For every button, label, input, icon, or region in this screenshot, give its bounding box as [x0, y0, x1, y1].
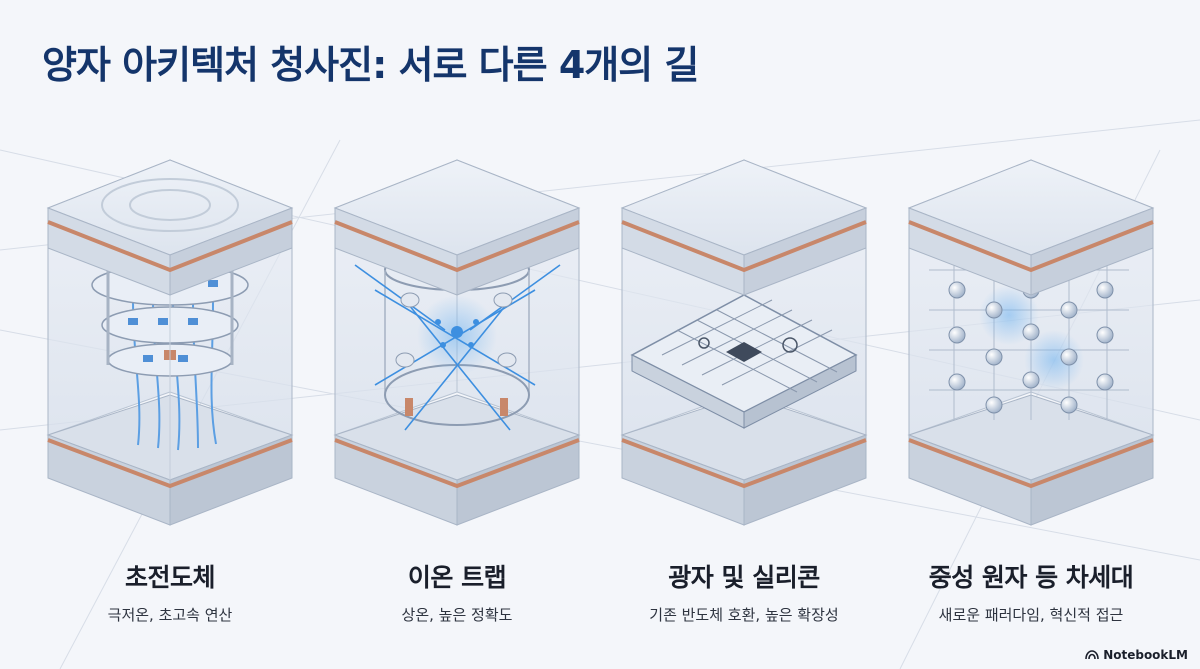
notebooklm-logo-icon: [1085, 650, 1099, 660]
architecture-card-photonic: 광자 및 실리콘 기존 반도체 호환, 높은 확장성: [614, 558, 874, 625]
architecture-description: 새로운 패러다임, 혁신적 접근: [938, 606, 1124, 624]
case-photonic-silicon: [620, 159, 868, 526]
page-title: 양자 아키텍처 청사진: 서로 다른 4개의 길: [42, 43, 699, 87]
case-neutral-atom: [907, 159, 1155, 526]
brand-name: NotebookLM: [1103, 648, 1188, 662]
architecture-description: 기존 반도체 호환, 높은 확장성: [649, 606, 839, 624]
architecture-card-ion-trap: 이온 트랩 상온, 높은 정확도: [327, 558, 587, 625]
architecture-name: 중성 원자 등 차세대: [928, 563, 1134, 592]
architecture-description: 상온, 높은 정확도: [401, 606, 513, 624]
architecture-card-superconducting: 초전도체 극저온, 초고속 연산: [40, 558, 300, 625]
architecture-name: 이온 트랩: [407, 563, 507, 592]
case-ion-trap: [333, 159, 581, 526]
architecture-name: 초전도체: [124, 563, 216, 592]
architecture-name: 광자 및 실리콘: [668, 563, 820, 592]
ion-trap-icon: [354, 249, 561, 431]
case-superconducting: [46, 159, 294, 526]
neutral-atom-lattice-icon: [929, 250, 1129, 420]
architecture-description: 극저온, 초고속 연산: [107, 606, 233, 624]
architecture-card-neutral-atom: 중성 원자 등 차세대 새로운 패러다임, 혁신적 접근: [901, 558, 1161, 625]
photonic-chip-icon: [630, 294, 858, 429]
brand-watermark: NotebookLM: [1085, 648, 1188, 662]
